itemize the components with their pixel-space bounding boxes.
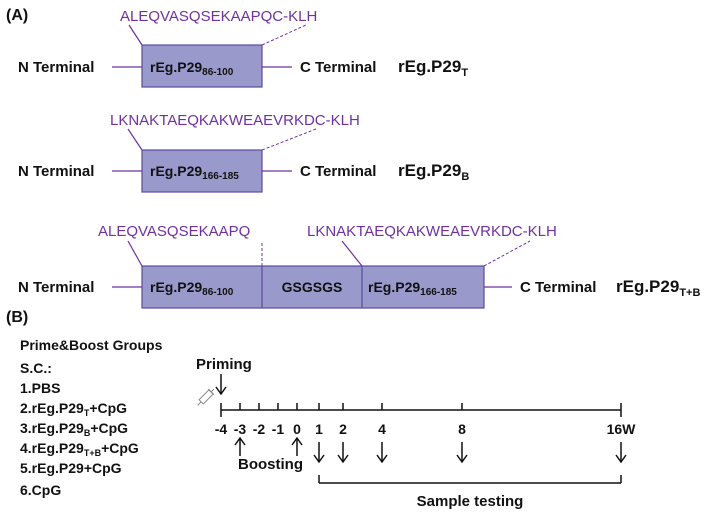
peptide-b-leader-left: [127, 128, 143, 151]
tick-label: -2: [253, 421, 266, 437]
panel-a-label: (A): [6, 7, 28, 24]
peptide-t-leader-right: [261, 24, 307, 46]
construct-b: LKNAKTAEQKAKWEAEVRKDC-KLH N Terminal rEg…: [18, 112, 469, 193]
linker-label: GSGSGS: [282, 279, 343, 295]
box-tb1-label: rEg.P2986-100: [150, 279, 234, 298]
timeline: -4 -3 -2 -1 0 1 2 4 8 16W: [215, 403, 636, 437]
group-item: 1.PBS: [20, 380, 60, 396]
peptide-tb-left: ALEQVASQSEKAAPQ: [98, 223, 250, 240]
tick-label: -4: [215, 421, 228, 437]
group-item: 6.CpG: [20, 482, 61, 498]
n-terminal-label: N Terminal: [18, 59, 94, 76]
peptide-t: ALEQVASQSEKAAPQC-KLH: [120, 8, 317, 25]
tick-label: 2: [339, 421, 347, 437]
tick-label: 1: [315, 421, 323, 437]
syringe-icon: [197, 388, 215, 406]
box-rEg-P29-166-185: [141, 149, 263, 193]
box-b-label: rEg.P29166-185: [150, 163, 239, 182]
panel-b-label: (B): [6, 309, 28, 326]
sample-testing-bracket: [318, 475, 622, 484]
box-tb3-label: rEg.P29166-185: [368, 279, 457, 298]
priming-label: Priming: [196, 356, 252, 373]
n-terminal-label: N Terminal: [18, 279, 94, 296]
construct-name-t: rEg.P29T: [398, 57, 468, 79]
box-t-label: rEg.P2986-100: [150, 59, 234, 78]
construct-name-b: rEg.P29B: [398, 161, 469, 183]
group-list: 1.PBS 2.rEg.P29T+CpG 3.rEg.P29B+CpG 4.rE…: [20, 380, 139, 498]
priming-arrow: [215, 374, 227, 396]
n-terminal-label: N Terminal: [18, 163, 94, 180]
group-item: 4.rEg.P29T+B+CpG: [20, 440, 139, 458]
boosting-label: Boosting: [238, 456, 303, 473]
route-label: S.C.:: [20, 360, 52, 376]
sample-testing-label: Sample testing: [417, 493, 524, 510]
group-item: 2.rEg.P29T+CpG: [20, 400, 127, 418]
construct-t: ALEQVASQSEKAAPQC-KLH N Terminal rEg.P298…: [18, 8, 468, 88]
tick-label: 4: [378, 421, 386, 437]
peptide-b-leader-right: [261, 128, 317, 151]
groups-title: Prime&Boost Groups: [20, 337, 163, 353]
tick-label: -3: [234, 421, 247, 437]
box-rEg-P29-86-100: [141, 44, 263, 88]
group-item: 5.rEg.P29+CpG: [20, 460, 122, 476]
c-terminal-label: C Terminal: [300, 163, 376, 180]
tick-label: 8: [458, 421, 466, 437]
peptide-t-leader-left: [128, 24, 143, 46]
construct-tb: ALEQVASQSEKAAPQ LKNAKTAEQKAKWEAEVRKDC-KL…: [18, 223, 700, 309]
peptide-tb-right: LKNAKTAEQKAKWEAEVRKDC-KLH: [307, 223, 557, 240]
group-item: 3.rEg.P29B+CpG: [20, 420, 128, 438]
peptide-b: LKNAKTAEQKAKWEAEVRKDC-KLH: [110, 112, 360, 129]
construct-name-tb: rEg.P29T+B: [616, 277, 700, 299]
sample-arrows: [313, 442, 627, 464]
tick-label: -1: [272, 421, 285, 437]
c-terminal-label: C Terminal: [300, 59, 376, 76]
c-terminal-label: C Terminal: [520, 279, 596, 296]
boosting-arrows: [234, 436, 303, 456]
tick-label: 16W: [607, 421, 637, 437]
tick-label: 0: [293, 421, 301, 437]
